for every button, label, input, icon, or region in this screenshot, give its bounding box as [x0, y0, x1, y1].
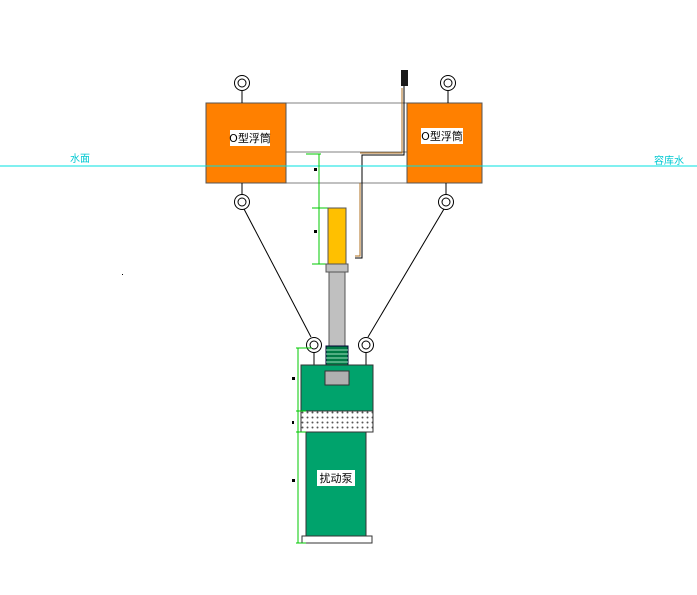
water-surface-right-label: 容库水 [654, 154, 684, 167]
stray-mark [122, 274, 123, 275]
discharge-pipe [325, 263, 349, 347]
ring-icon [438, 183, 454, 210]
water-surface-left-label: 水面 [70, 153, 90, 165]
float-right-label: O型浮筒 [421, 129, 463, 143]
float-left-label: O型浮筒 [229, 131, 271, 145]
lower-dimension [292, 347, 312, 544]
pipe-coupling [325, 345, 349, 366]
ring-icon [440, 75, 456, 103]
pump-base [301, 535, 373, 544]
pump-label: 扰动泵 [320, 471, 353, 485]
ring-icon [234, 183, 250, 210]
float-left: O型浮筒 [205, 102, 287, 184]
float-right: O型浮筒 [406, 102, 483, 184]
pump-body: 扰动泵 [305, 431, 367, 537]
pump-strainer [300, 410, 374, 433]
pump-motor-housing [300, 364, 374, 412]
float-frame [285, 102, 408, 184]
vent-cap-icon [401, 70, 408, 86]
ring-icon [306, 337, 322, 365]
suspension-cables [243, 208, 445, 338]
valve [327, 207, 347, 265]
ring-icon [234, 75, 250, 103]
vent-pipe [355, 70, 408, 259]
ring-icon [358, 337, 374, 365]
